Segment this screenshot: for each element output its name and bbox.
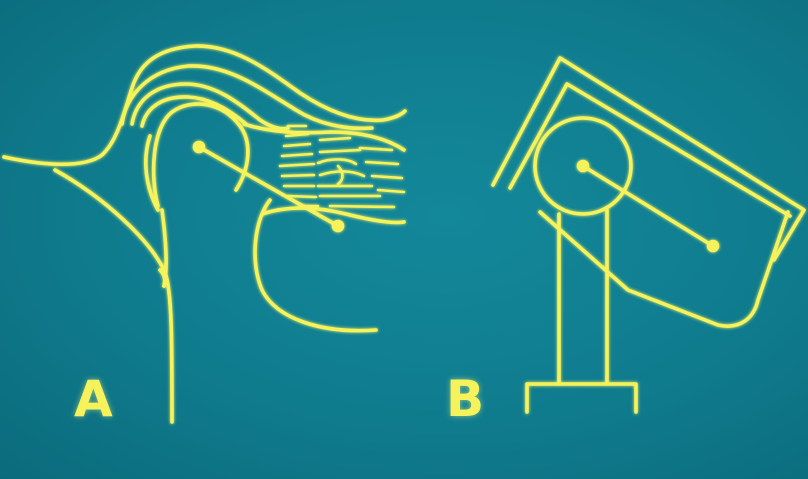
striation bbox=[282, 175, 314, 176]
striation bbox=[330, 206, 394, 207]
base-plate bbox=[527, 384, 636, 412]
panel-label-a: A bbox=[74, 374, 113, 424]
striation bbox=[360, 148, 392, 150]
condyle-head bbox=[154, 104, 248, 206]
striation bbox=[366, 162, 398, 164]
neck-curve bbox=[55, 170, 172, 422]
pivot-bottom bbox=[334, 222, 343, 231]
pivot-top bbox=[195, 143, 204, 152]
striation bbox=[280, 164, 314, 166]
muscle-striations bbox=[280, 126, 404, 207]
lever-end bbox=[709, 242, 718, 251]
striation bbox=[320, 150, 360, 152]
muscle-outline-top bbox=[244, 124, 404, 150]
striation bbox=[338, 166, 343, 184]
striation bbox=[284, 144, 310, 146]
housing-inner bbox=[510, 84, 790, 216]
striation bbox=[378, 190, 404, 192]
housing-outer bbox=[493, 58, 804, 260]
striation bbox=[286, 134, 308, 136]
panel-b-mechanism bbox=[493, 58, 804, 412]
lower-loop bbox=[255, 200, 376, 331]
inner-contour-3 bbox=[142, 97, 246, 126]
panel-a-anatomy bbox=[4, 46, 405, 422]
striation bbox=[318, 159, 356, 164]
striation bbox=[288, 196, 316, 197]
muscle-outline-bottom bbox=[262, 208, 404, 223]
rotor-pivot bbox=[579, 162, 588, 171]
arm-body bbox=[540, 212, 788, 326]
rotor-lever bbox=[583, 166, 713, 246]
panel-label-b: B bbox=[446, 374, 484, 424]
stem-notch bbox=[160, 270, 165, 286]
striation bbox=[372, 176, 402, 178]
inner-contour-1 bbox=[122, 66, 372, 128]
striation bbox=[282, 154, 312, 156]
striation bbox=[320, 138, 350, 140]
